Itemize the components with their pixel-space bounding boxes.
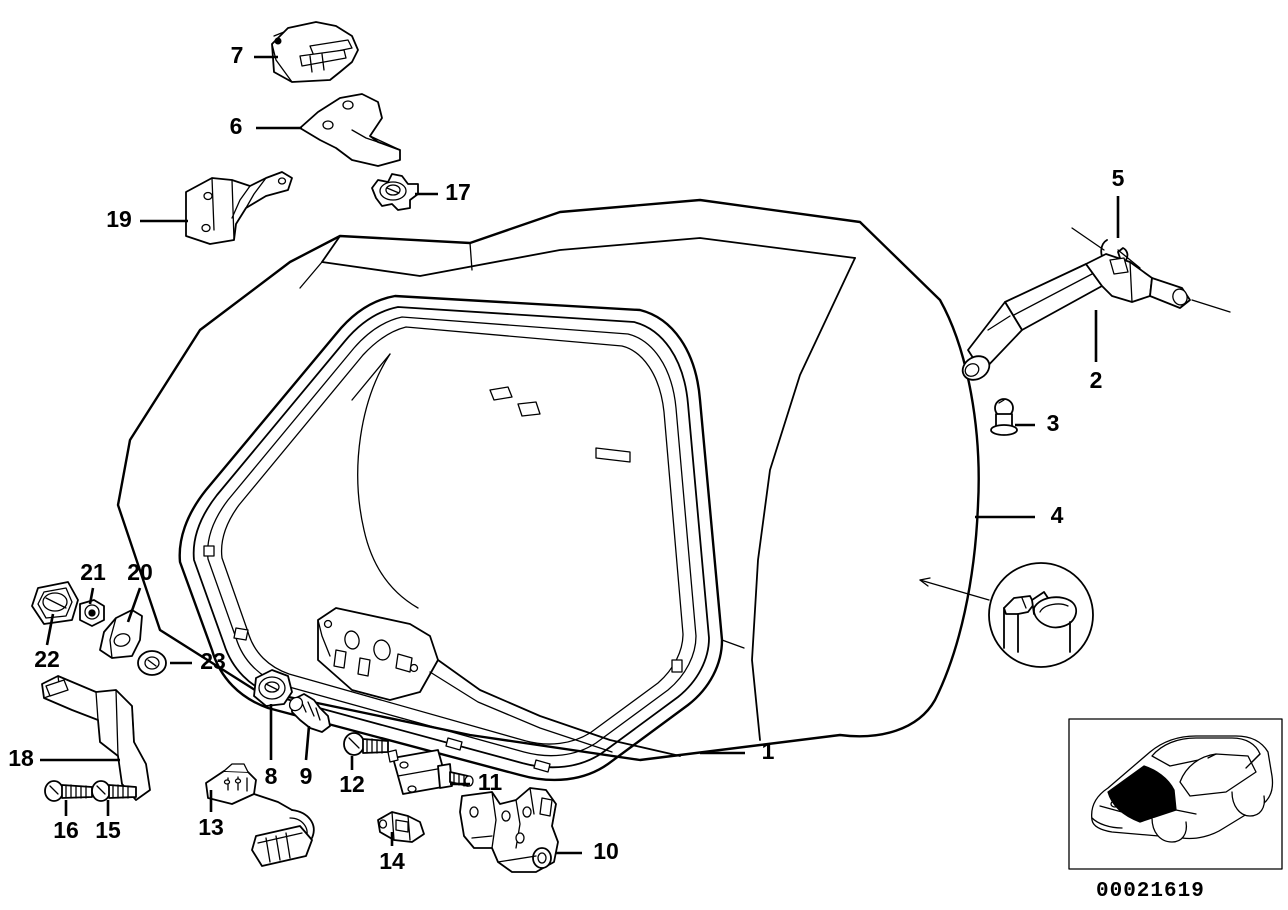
part-10-tailgate-lock [459,787,559,873]
callout-20: 20 [127,559,153,585]
callout-3: 3 [1047,410,1060,436]
part-22-square-washer-plate [31,581,79,625]
callout-21: 21 [80,559,106,585]
lower-rail-2 [429,671,613,753]
leader-22 [45,613,55,646]
callout-7: 7 [231,42,244,68]
callout-5: 5 [1112,165,1125,191]
callout-13: 13 [198,814,224,840]
part-12-fillister-head-screw [343,732,389,756]
window-aperture-inner [220,326,684,745]
callout-4: 4 [1051,502,1064,528]
reinforcement-hole-1 [344,630,360,650]
callout-layer: 1 2 3 4 5 6 7 8 9 10 [8,42,1124,874]
callout-6: 6 [230,113,243,139]
part-3-ball-pin [990,398,1018,436]
reinforcement-hole-4 [409,663,419,673]
part-11-lock-actuator [387,749,474,795]
seal-clip-5 [233,627,249,641]
part-14-connector-housing [377,811,425,843]
callout-18: 18 [8,745,34,771]
tailgate-upper-crease-2 [469,242,473,271]
part-16-hex-bolt [44,780,93,802]
callout-16: 16 [53,817,79,843]
part-6-hinge-bracket [299,93,401,167]
callout-23: 23 [200,648,226,674]
reinforcement-slot-3 [395,653,413,673]
leader-21 [88,587,95,605]
part-21-nut [79,599,105,627]
window-aperture-mid1 [192,306,710,769]
part-15-hex-bolt [91,780,137,802]
reinforcement-slot-2 [357,657,371,677]
tailgate-inner-rail-right [721,639,745,649]
seal-clip-2 [517,401,541,417]
callout-10: 10 [593,838,619,864]
lower-rail [437,659,681,757]
callout-8: 8 [265,763,278,789]
glass-reflection-line-2 [351,353,391,401]
vehicle-locator-thumbnail: 00021619 [1068,718,1283,903]
seal-clip-8 [533,759,551,773]
reinforcement-hole-2 [373,639,391,661]
drawing-number: 00021619 [1096,880,1205,903]
callout-2: 2 [1090,367,1103,393]
detail-view-seal-cross-section [919,562,1094,668]
seal-clip-6 [203,545,215,557]
callout-19: 19 [106,206,132,232]
callout-17: 17 [445,179,471,205]
tailgate-outer-panel-outline [116,198,980,762]
seal-clip-4 [671,659,683,673]
callout-12: 12 [339,771,365,797]
part-19-hinge-reinforcement [185,171,293,245]
part-20-clamping-plate [99,609,143,659]
reinforcement-slot-1 [333,649,347,669]
leader-20 [126,587,142,623]
callout-9: 9 [300,763,313,789]
part-7-catch-bracket [271,21,359,83]
reinforcement-hole-3 [323,619,333,629]
part-18-support-bracket [41,675,151,801]
glass-reflection-line [357,353,419,609]
callout-22: 22 [34,646,60,672]
callout-1: 1 [762,738,775,764]
part-13-contact-switch [205,763,315,867]
window-aperture-mid2 [206,316,697,757]
seal-clip-7 [445,737,463,751]
callout-14: 14 [379,848,405,874]
part-8-cap-nut [253,669,293,707]
seal-clip-1 [489,386,513,401]
seal-clip-3 [595,447,631,463]
tailgate-right-break-line [751,257,856,741]
window-aperture-outer [178,294,724,782]
reinforcement-edge [317,619,331,657]
leader-9 [304,725,311,761]
tailgate-roof-fold [299,261,323,289]
part-9-wiper-shaft-spacer [288,693,331,733]
part-23-washer [137,650,167,676]
tailgate-assembly [116,198,980,782]
tailgate-upper-crease [321,235,856,277]
part-2-gas-pressurized-strut [961,249,1231,381]
part-17-star-expanding-nut [371,173,419,211]
callout-11: 11 [478,769,503,795]
callout-15: 15 [95,817,121,843]
